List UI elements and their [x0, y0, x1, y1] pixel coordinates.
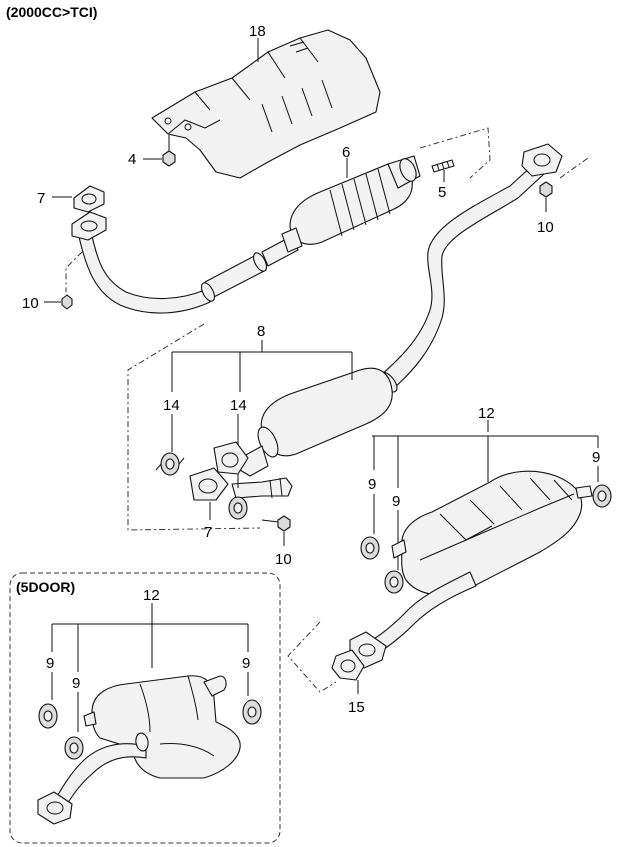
callout-10-front: 10 — [22, 295, 39, 312]
rubber-hanger-14-right[interactable] — [228, 496, 248, 520]
callout-6: 6 — [342, 144, 350, 161]
rubber-hanger-14-left[interactable] — [155, 452, 185, 476]
callout-8: 8 — [257, 323, 265, 340]
front-pipe-flange[interactable] — [71, 211, 107, 241]
front-pipe[interactable] — [77, 231, 299, 314]
callout-12-main: 12 — [478, 405, 495, 422]
callout-15: 15 — [348, 699, 365, 716]
callout-14-right: 14 — [230, 397, 247, 414]
gasket-15-rear[interactable] — [331, 631, 387, 681]
inset-muffler[interactable] — [83, 675, 241, 779]
center-muffler[interactable] — [239, 367, 393, 477]
header-title: (2000CC>TCI) — [6, 4, 97, 20]
callout-10-right: 10 — [537, 219, 554, 236]
callout-10-lower: 10 — [275, 551, 292, 568]
inset-hanger-9-mid[interactable] — [64, 736, 84, 760]
inset-callout-9-left: 9 — [46, 655, 54, 672]
callout-7-lower: 7 — [204, 524, 212, 541]
bolt-5[interactable] — [431, 159, 455, 173]
nut-10-lower[interactable] — [277, 515, 291, 532]
inset-callout-9-mid: 9 — [72, 675, 80, 692]
callout-5: 5 — [438, 184, 446, 201]
inset-frame — [9, 572, 281, 844]
rubber-hanger-9-left[interactable] — [360, 536, 380, 560]
rubber-hanger-9-mid[interactable] — [384, 570, 404, 594]
main-muffler[interactable] — [391, 470, 593, 596]
callout-9-right: 9 — [592, 449, 600, 466]
inset-hanger-9-right[interactable] — [242, 699, 262, 725]
callout-14-left: 14 — [163, 397, 180, 414]
rubber-hanger-9-right[interactable] — [592, 484, 612, 508]
inset-hanger-9-left[interactable] — [38, 703, 58, 729]
nut-10-front[interactable] — [61, 294, 73, 310]
inset-callout-12: 12 — [143, 587, 160, 604]
inset-title: (5DOOR) — [16, 579, 75, 595]
nut-4[interactable] — [162, 135, 176, 167]
callout-18: 18 — [249, 23, 266, 40]
nut-10-right[interactable] — [539, 181, 553, 198]
callout-9-mid: 9 — [392, 493, 400, 510]
gasket-7-lower[interactable] — [189, 441, 249, 501]
heat-protector[interactable] — [151, 29, 381, 179]
center-pipe-flange[interactable] — [521, 143, 563, 177]
gasket-7-upper[interactable] — [73, 185, 105, 213]
callout-7-upper: 7 — [37, 190, 45, 207]
inset-flange[interactable] — [37, 791, 73, 825]
inset-callout-9-right: 9 — [242, 655, 250, 672]
catalytic-converter[interactable] — [281, 155, 421, 253]
center-muffler-bracket[interactable] — [231, 477, 293, 499]
callout-4: 4 — [128, 151, 136, 168]
callout-9-left: 9 — [368, 476, 376, 493]
